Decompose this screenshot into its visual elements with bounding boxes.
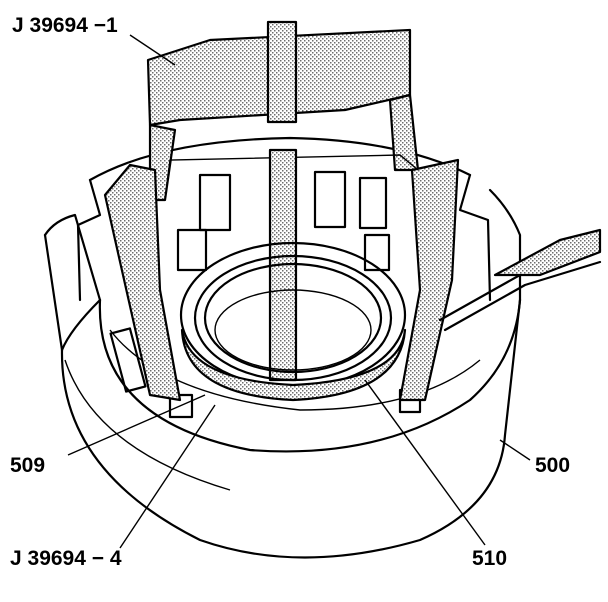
- threaded-rod: [266, 20, 298, 382]
- pick-tool: [438, 228, 602, 332]
- label-j39694-1: J 39694 −1: [12, 14, 118, 37]
- label-510: 510: [472, 547, 507, 570]
- seal-and-ring: [179, 241, 407, 402]
- label-j39694-4: J 39694 − 4: [10, 547, 122, 570]
- label-509: 509: [10, 454, 45, 477]
- clutch-housing-inner: [76, 136, 492, 419]
- leader-lines: [67, 34, 531, 549]
- label-500: 500: [535, 454, 570, 477]
